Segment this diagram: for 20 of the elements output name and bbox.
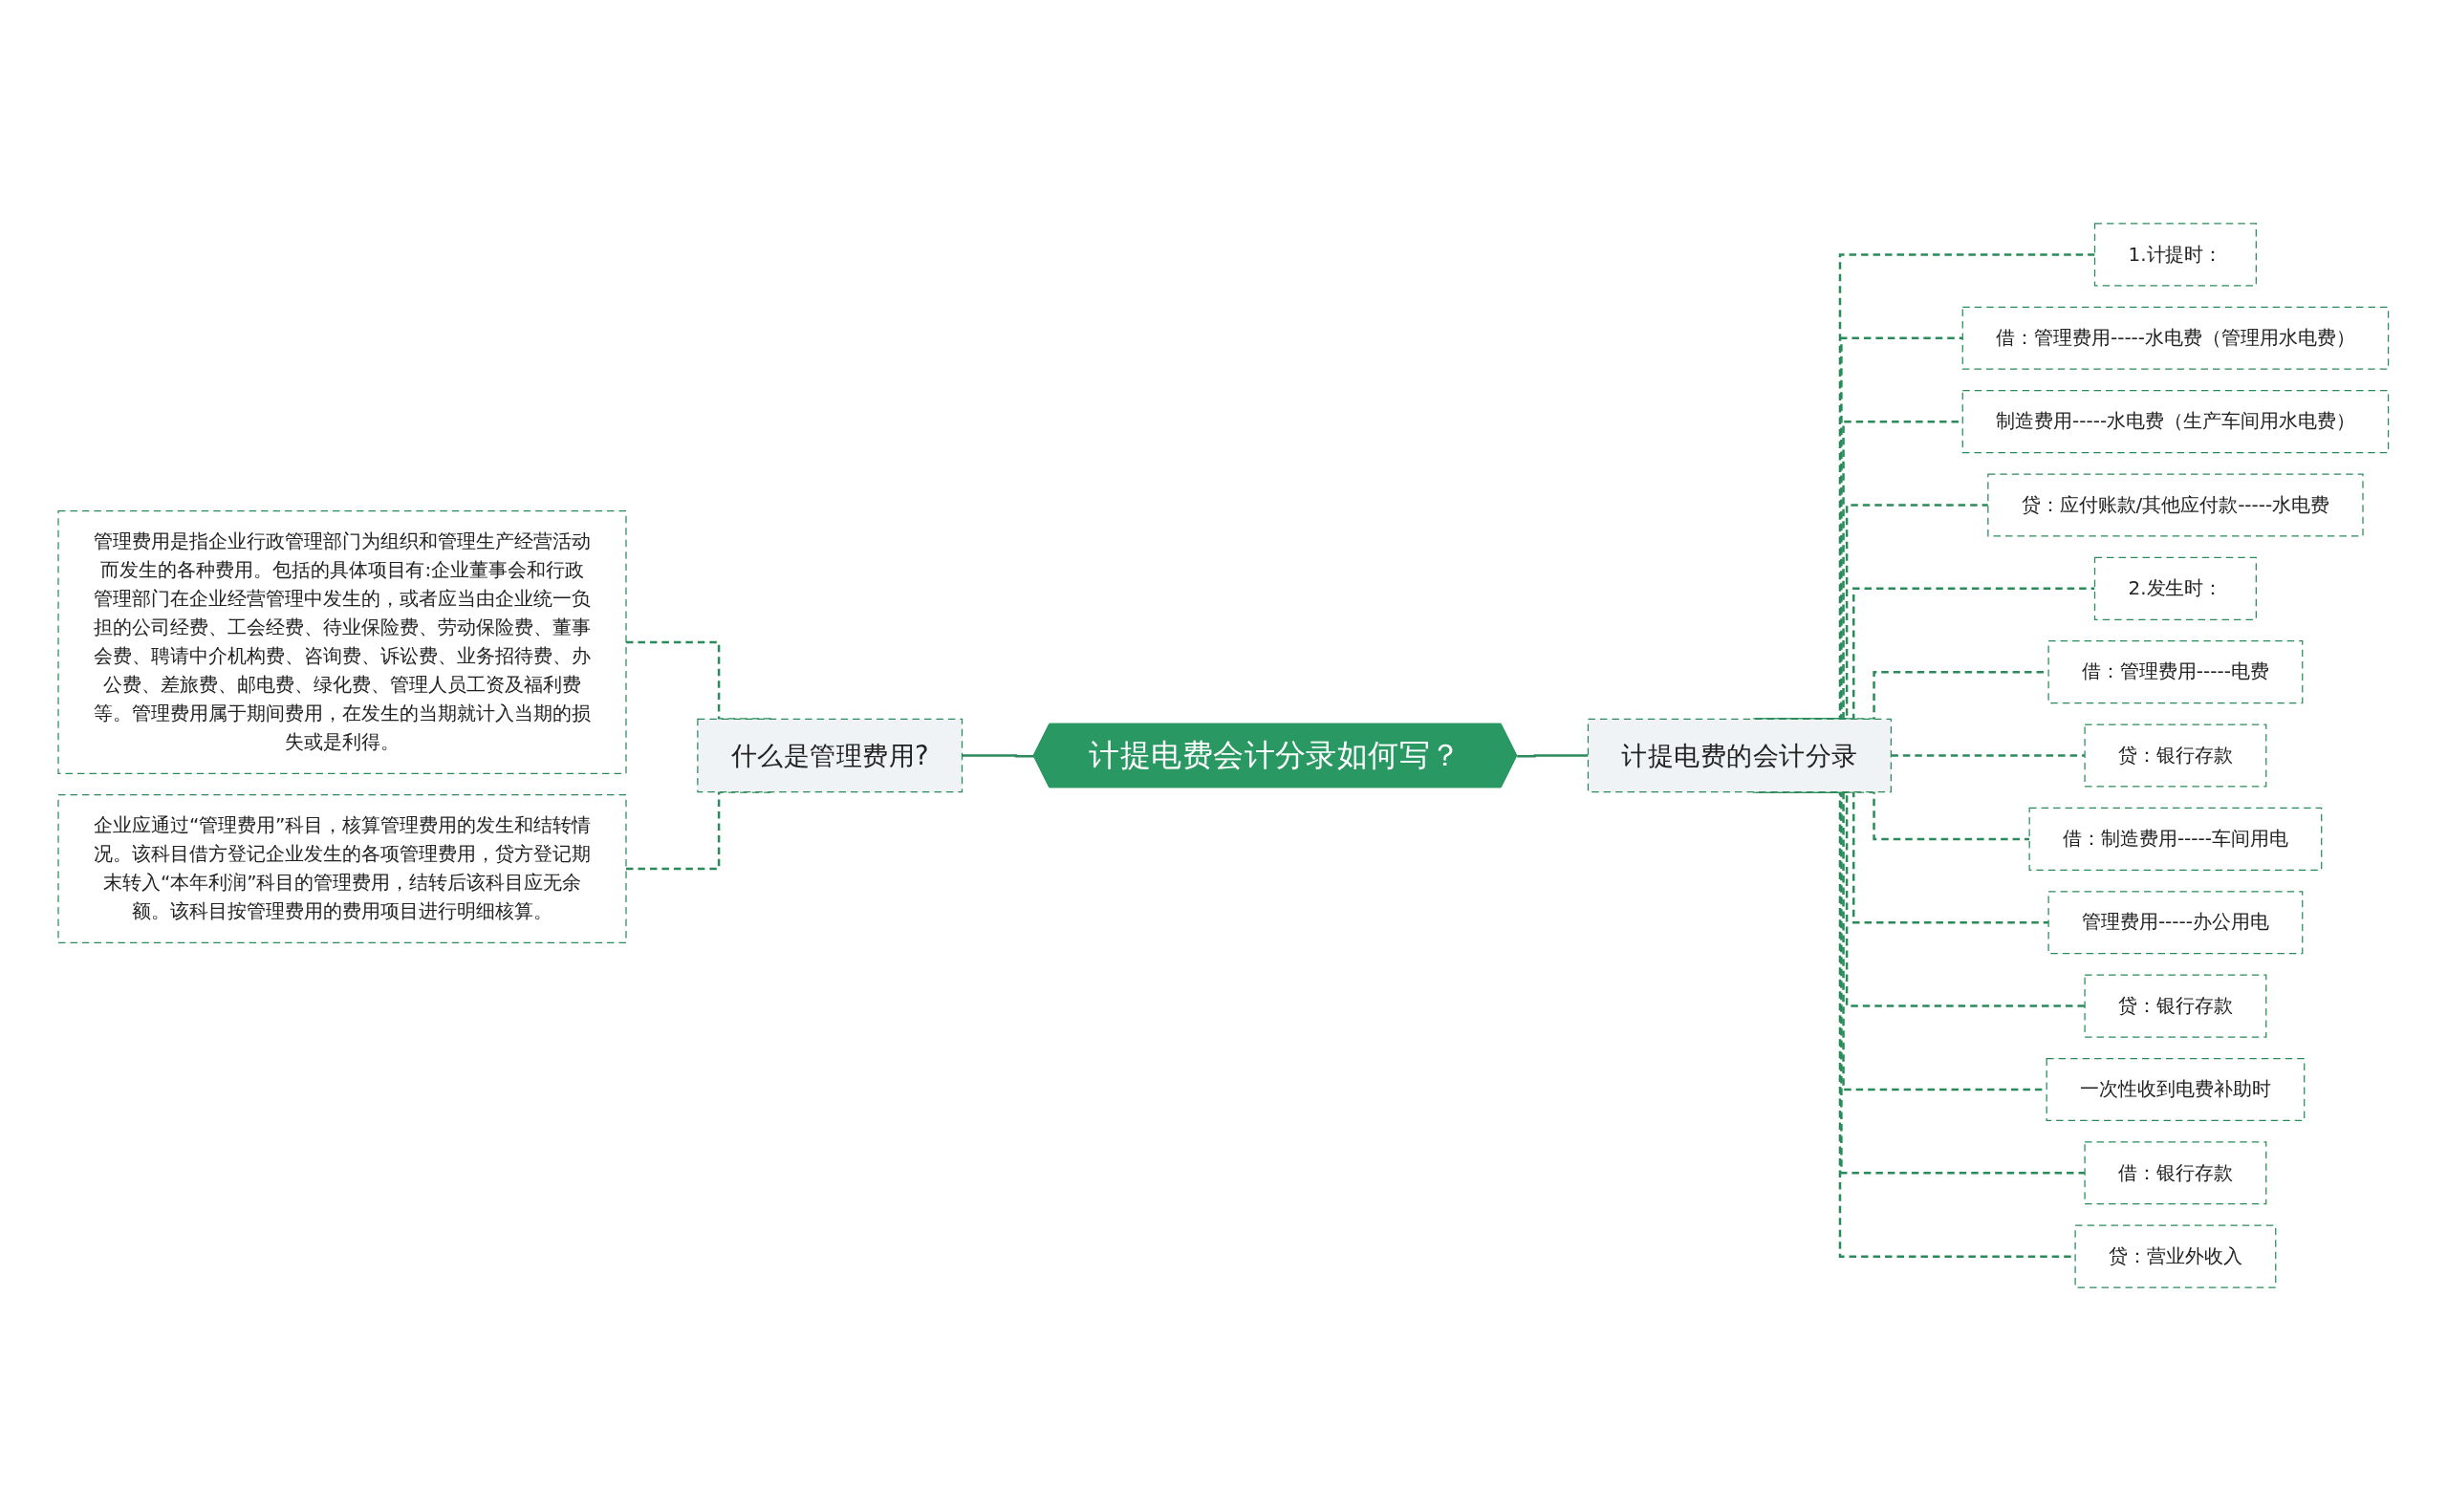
node-box: 一次性收到电费补助时 — [2046, 1058, 2306, 1122]
node-box: 借：银行存款 — [2084, 1141, 2267, 1205]
node-box: 借：制造费用-----车间用电 — [2028, 808, 2323, 872]
node-box: 管理费用是指企业行政管理部门为组织和管理生产经营活动而发生的各种费用。包括的具体项目有:企业董事会和行政管理部门在企业经营管理中发生的，或者应当由企业统一负担的公司经费、工会经费、待业保险费、劳动保险费、董事会费、聘请中介机构费、咨询费、诉讼费、业务招待费、办公费、差旅费、邮电费、绿化费、管理人员工资及福利费等。管理费用属于期间费用，在发生的当期就计入当期的损失或是利得。 — [57, 510, 627, 775]
node-box: 贷：银行存款 — [2084, 724, 2267, 788]
node-box: 企业应通过“管理费用”科目，核算管理费用的发生和结转情况。该科目借方登记企业发生的各项管理费用，贷方登记期末转入“本年利润”科目的管理费用，结转后该科目应无余额。该科目按管理费用的费用项目进行明细核算。 — [57, 794, 627, 944]
node-box: 贷：银行存款 — [2084, 974, 2267, 1039]
node-box: 什么是管理费用? — [697, 719, 964, 793]
node-box: 制造费用-----水电费（生产车间用水电费） — [1961, 390, 2390, 454]
connector — [962, 754, 1035, 758]
node-box: 管理费用-----办公用电 — [2047, 891, 2304, 955]
node-box: 2.发生时： — [2094, 557, 2258, 621]
connector — [1517, 754, 1589, 758]
connector — [1891, 754, 2086, 758]
node-box: 贷：营业外收入 — [2074, 1225, 2277, 1289]
node-box: 贷：应付账款/其他应付款-----水电费 — [1987, 473, 2364, 537]
node-box: 1.计提时： — [2094, 223, 2258, 287]
node-box: 借：管理费用-----水电费（管理用水电费） — [1961, 307, 2390, 371]
node-box: 借：管理费用-----电费 — [2047, 640, 2304, 704]
node-box: 计提电费的会计分录 — [1588, 719, 1893, 793]
